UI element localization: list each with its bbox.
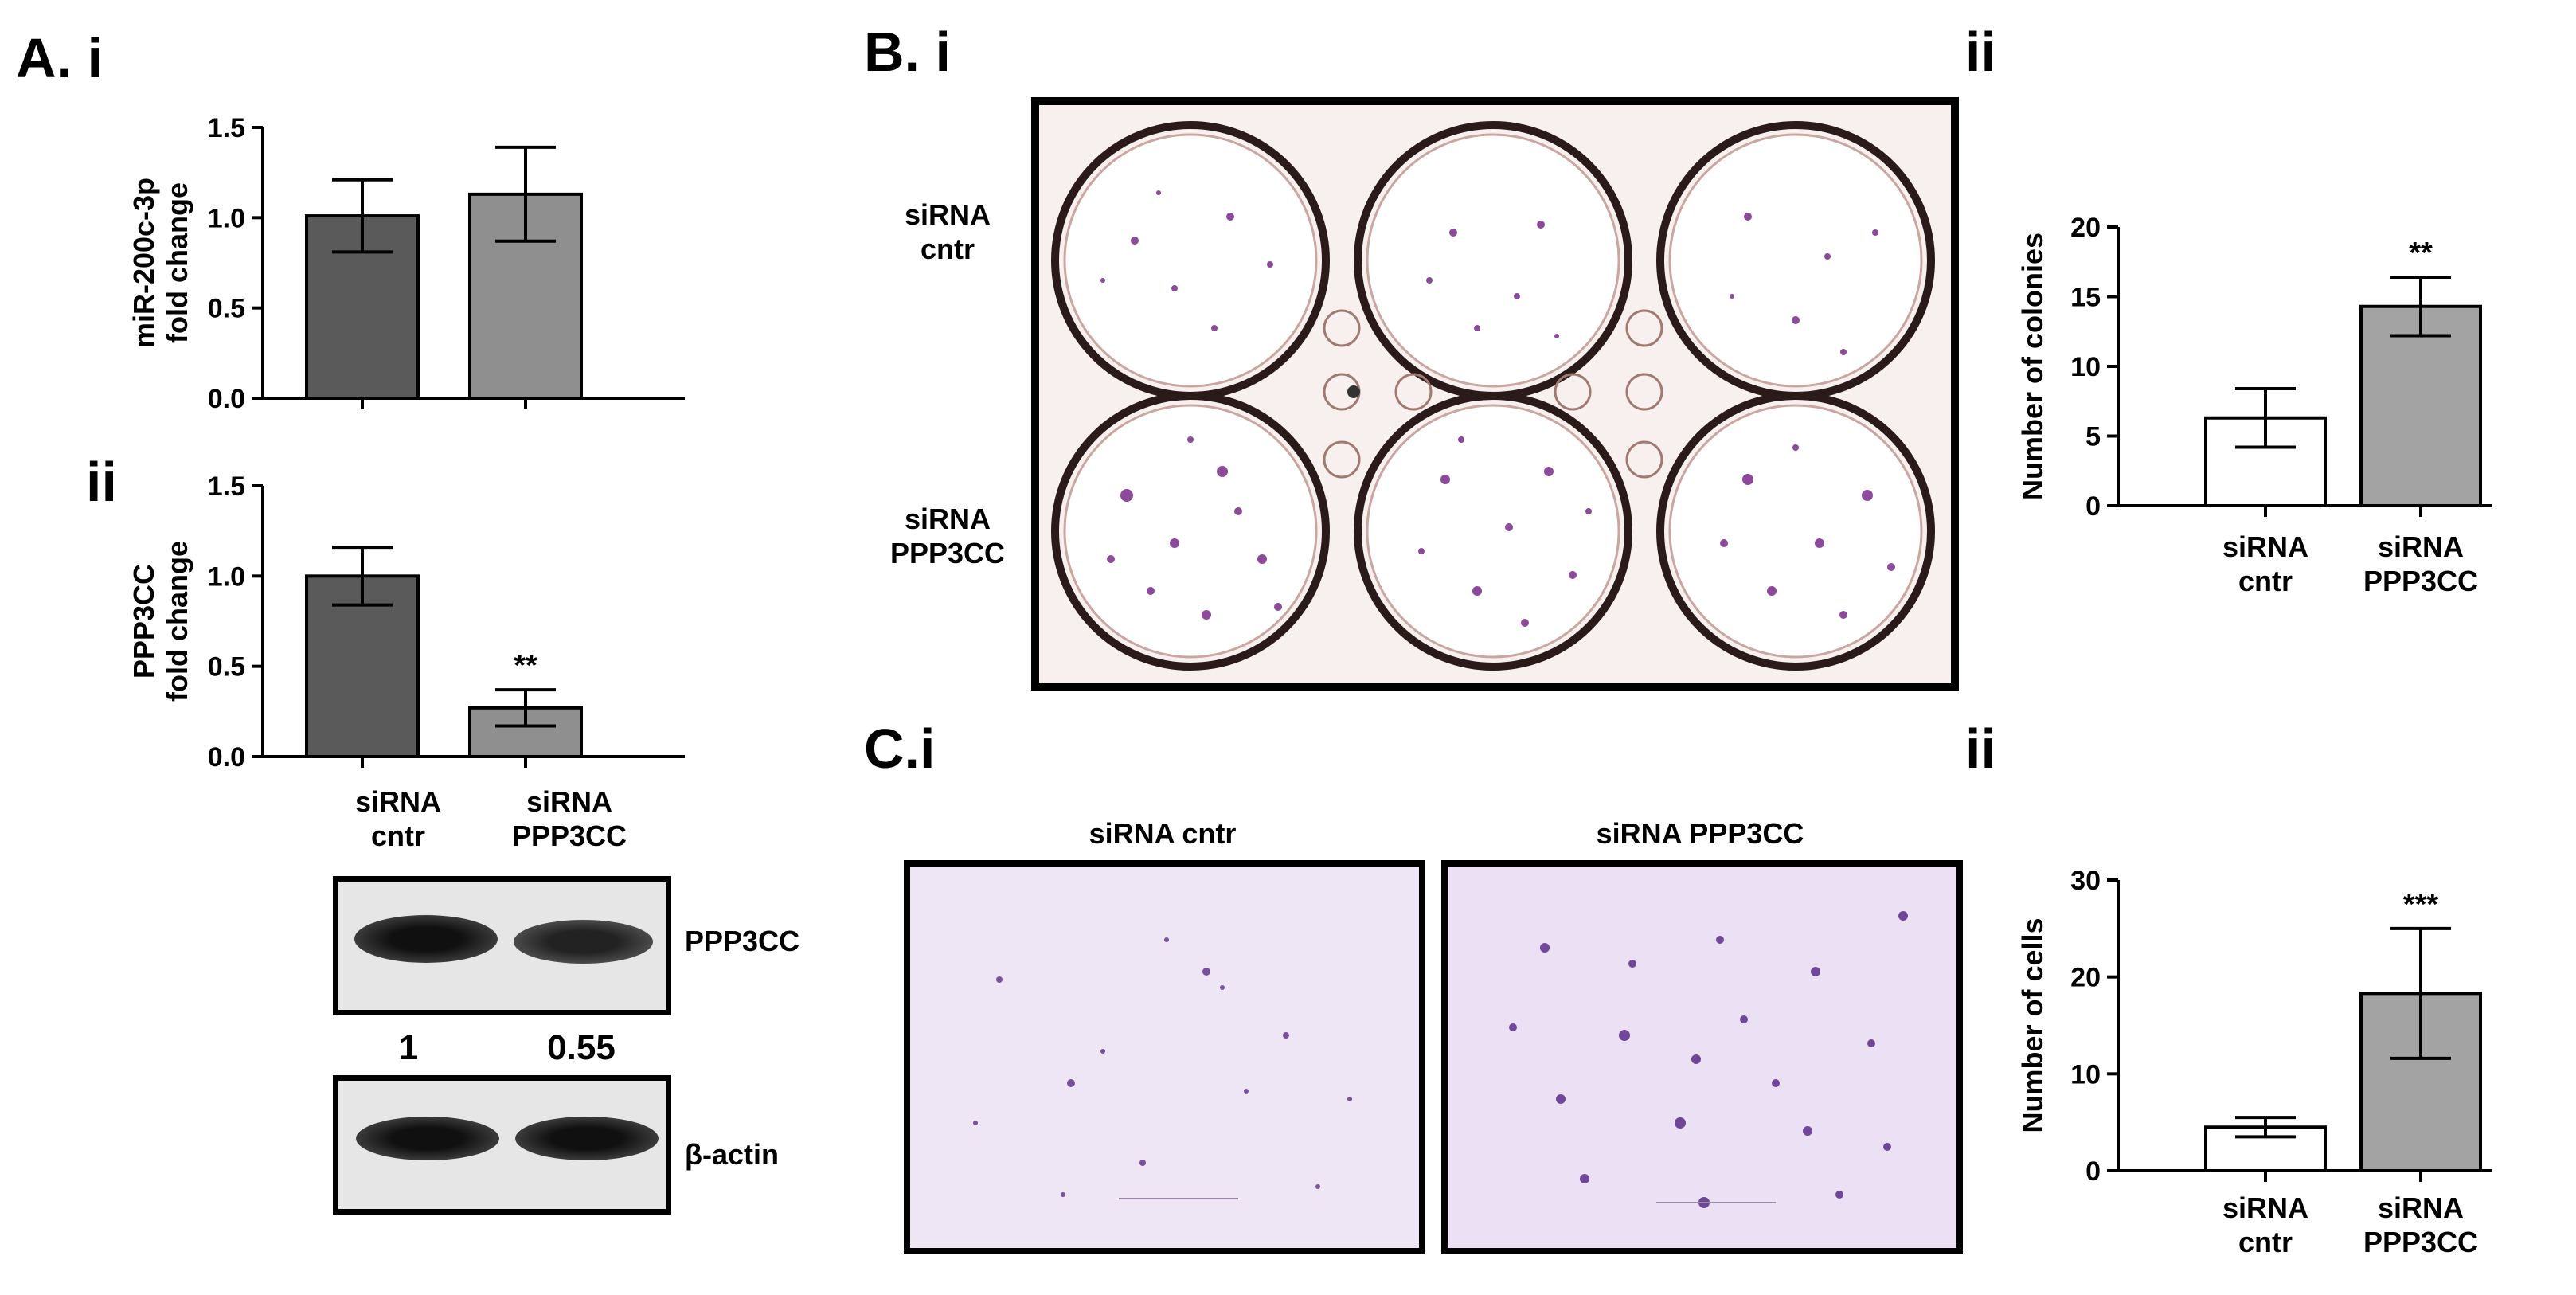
b-ii-significance: ** — [2409, 237, 2433, 270]
panel-label-a-ii: ii — [86, 451, 117, 513]
c-kd-label-line2: PPP3CC — [2363, 1226, 2479, 1259]
a-i-ytick-label: 1.5 — [208, 113, 245, 143]
colony-plate-image — [1031, 97, 1959, 691]
plate-row-label-kd-line1: siRNA — [904, 503, 991, 535]
blot-quant-kd: 0.55 — [547, 1028, 616, 1067]
b-ii-bar — [2359, 304, 2482, 507]
c-ii-significance: *** — [2403, 888, 2439, 921]
plate-row-label-cntr-line2: cntr — [920, 233, 975, 266]
c-cntr-label-line2: cntr — [2238, 1226, 2293, 1259]
a-ii-ylabel: PPP3CC — [127, 564, 160, 679]
blot-band-cntr — [354, 915, 498, 963]
a-cntr-label-line1: siRNA — [354, 785, 442, 818]
b-cntr-label-line1: siRNA — [2222, 530, 2309, 563]
a-ii-ytick-label: 1.0 — [208, 561, 245, 592]
c-ii-ytick-label: 0 — [2085, 1156, 2101, 1187]
blot-quant-cntr: 1 — [398, 1028, 419, 1067]
blot-band-kd — [514, 920, 653, 964]
c-ii-ytick-label: 10 — [2070, 1059, 2101, 1090]
a-cntr-label: siRNA cntr — [319, 784, 478, 853]
c-ii-ytick-label: 30 — [2070, 866, 2101, 896]
invasion-image-cntr — [904, 860, 1425, 1254]
invasion-title-cntr: siRNA cntr — [1089, 817, 1237, 850]
b-ii-ytick-label: 5 — [2085, 422, 2101, 452]
a-i-ytick-label: 0.0 — [208, 384, 245, 414]
a-ii-significance: ** — [514, 649, 537, 683]
a-kd-label-line2: PPP3CC — [511, 820, 627, 853]
b-ii-ylabel: Number of colonies — [2016, 233, 2049, 500]
plate-row-label-cntr: siRNA cntr — [880, 198, 1015, 266]
a-i-ytick-label: 0.5 — [208, 294, 245, 324]
panel-label-b-i: B. i — [864, 21, 951, 83]
a-i-ylabel: miR-200c-3p — [127, 178, 160, 348]
blot-label-actin: β-actin — [685, 1138, 779, 1171]
western-blot-ppp3cc — [333, 876, 671, 1015]
b-ii-bar — [2204, 416, 2327, 507]
b-cntr-label: siRNA cntr — [2186, 530, 2345, 598]
b-ii-ytick-label: 0 — [2085, 491, 2101, 522]
blot-label-ppp3cc: PPP3CC — [685, 925, 800, 957]
a-ii-ylabel: fold change — [161, 541, 193, 702]
a-kd-label-line1: siRNA — [526, 785, 613, 818]
b-kd-label-line1: siRNA — [2377, 530, 2465, 563]
panel-label-c-ii: ii — [1965, 718, 1996, 780]
a-kd-label: siRNA PPP3CC — [478, 784, 661, 853]
invasion-title-kd: siRNA PPP3CC — [1596, 817, 1804, 850]
a-ii-ytick-label: 1.5 — [208, 471, 245, 502]
c-cntr-label-line1: siRNA — [2222, 1191, 2309, 1224]
blot-band-actin-kd — [515, 1117, 659, 1160]
blot-band-actin-cntr — [356, 1117, 499, 1160]
a-cntr-label-line2: cntr — [370, 820, 425, 853]
a-ii-ytick-label: 0.5 — [208, 652, 245, 683]
c-kd-label: siRNA PPP3CC — [2329, 1191, 2512, 1259]
a-ii-ytick-label: 0.0 — [208, 742, 245, 773]
a-i-ytick-label: 1.0 — [208, 203, 245, 233]
plate-row-label-cntr-line1: siRNA — [904, 198, 991, 231]
b-ii-ytick-label: 10 — [2070, 352, 2101, 382]
b-kd-label-line2: PPP3CC — [2363, 565, 2479, 598]
invasion-image-kd — [1441, 860, 1963, 1254]
b-cntr-label-line2: cntr — [2238, 565, 2293, 598]
c-kd-label-line1: siRNA — [2377, 1191, 2465, 1224]
western-blot-actin — [333, 1075, 671, 1215]
a-i-ylabel: fold change — [161, 182, 193, 343]
b-kd-label: siRNA PPP3CC — [2329, 530, 2512, 598]
panel-label-c-i: C.i — [864, 718, 936, 780]
c-ii-ylabel: Number of cells — [2016, 917, 2049, 1133]
panel-label-a-i: A. i — [16, 27, 103, 89]
panel-label-b-ii: ii — [1965, 21, 1996, 83]
plate-row-label-kd-line2: PPP3CC — [889, 537, 1006, 570]
b-ii-ytick-label: 20 — [2070, 213, 2101, 243]
c-ii-ytick-label: 20 — [2070, 963, 2101, 993]
plate-row-label-kd: siRNA PPP3CC — [864, 502, 1031, 570]
b-ii-ytick-label: 15 — [2070, 283, 2101, 313]
c-cntr-label: siRNA cntr — [2186, 1191, 2345, 1259]
